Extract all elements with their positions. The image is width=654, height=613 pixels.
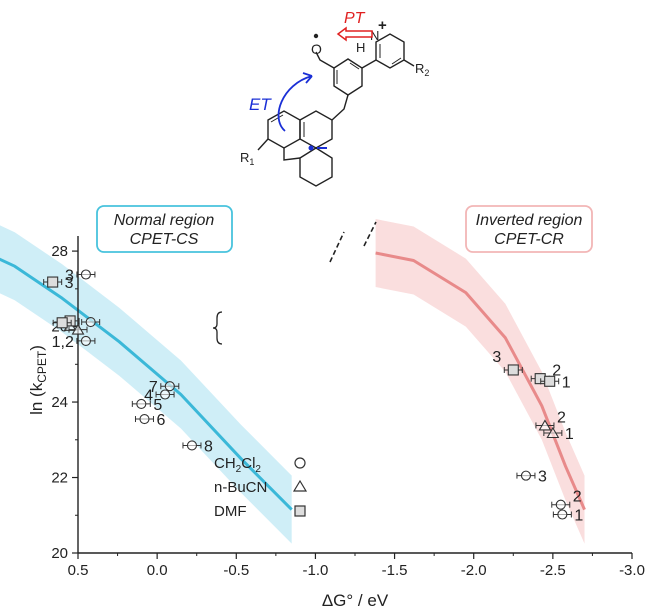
- point-label: 7: [149, 379, 158, 396]
- circle-marker: [80, 269, 91, 280]
- anthracene-ring-mid: [299, 110, 333, 149]
- legend: CH2Cl2 n-BuCN DMF: [214, 455, 308, 520]
- inverted-region-label: CPET-CR: [494, 231, 564, 248]
- x-tick-label: -2.5: [540, 562, 566, 579]
- x-tick-label: 0.0: [147, 562, 168, 579]
- point-label: 1,2: [52, 334, 74, 351]
- et-arrow: [277, 75, 313, 132]
- point-label: 4: [144, 388, 153, 405]
- anion-dot: [308, 145, 314, 151]
- point-label: 3: [65, 267, 74, 284]
- normal-region-label: CPET-CS: [130, 231, 199, 248]
- legend-triangle-marker: [292, 479, 308, 492]
- brace-1-2: [212, 311, 223, 345]
- legend-label-nbucn: n-BuCN: [214, 479, 267, 496]
- square-marker: [507, 364, 519, 376]
- point-label: 6: [156, 412, 165, 429]
- radical-dot: [313, 33, 319, 39]
- triangle-marker: [538, 419, 552, 431]
- y-tick-label: 20: [51, 545, 68, 562]
- x-tick-label: -1.0: [302, 562, 328, 579]
- r2-label: R2: [415, 61, 429, 78]
- x-tick-label: -0.5: [223, 562, 249, 579]
- molecular-scheme: [257, 33, 415, 187]
- x-tick-label: -3.0: [619, 562, 645, 579]
- triangle-marker: [71, 323, 85, 335]
- nitrogen-label: N: [370, 28, 379, 43]
- circle-marker: [557, 509, 568, 520]
- point-label: 2: [557, 409, 566, 426]
- circle-marker: [555, 499, 566, 510]
- x-axis-label: ΔG° / eV: [322, 591, 389, 610]
- point-label: 3: [492, 349, 501, 366]
- oxygen-label: O: [311, 41, 322, 57]
- inverted-curve: [375, 251, 586, 511]
- point-label: 1: [562, 374, 571, 391]
- pt-arrow: [336, 26, 373, 42]
- y-tick-label: 24: [51, 394, 68, 411]
- point-label: 3: [65, 275, 74, 292]
- et-label: ET: [249, 95, 272, 114]
- circle-marker: [136, 398, 147, 409]
- legend-label-dmf: DMF: [214, 503, 247, 520]
- hydrogen-label: H: [356, 40, 365, 55]
- point-label: 1: [574, 508, 583, 525]
- r1-label: R1: [240, 150, 254, 167]
- circle-marker: [520, 470, 531, 481]
- point-label: 1: [565, 426, 574, 443]
- inverted-region-title: Inverted region: [476, 212, 583, 229]
- circle-marker: [139, 413, 150, 425]
- x-tick-label: -1.5: [382, 562, 408, 579]
- trend-curves: [0, 251, 586, 511]
- axis-break: [329, 221, 377, 263]
- y-axis-label: ln (kCPET): [27, 345, 49, 415]
- x-tick-label: -2.0: [461, 562, 487, 579]
- point-label: 8: [204, 438, 213, 455]
- circle-marker: [186, 440, 198, 451]
- point-label: 5: [153, 397, 162, 414]
- square-marker: [544, 375, 556, 387]
- y-tick-label: 28: [51, 243, 68, 260]
- point-label: 2: [552, 363, 561, 380]
- anthracene-ring-bot: [299, 147, 333, 187]
- pyridine-ring: [375, 33, 405, 69]
- inverted-region-box: Inverted region CPET-CR: [465, 205, 593, 253]
- circle-marker: [80, 335, 91, 346]
- square-marker: [56, 317, 68, 329]
- inverted-band: [375, 219, 585, 544]
- normal-curve: [0, 257, 293, 511]
- data-markers: [43, 269, 572, 520]
- axes: 0.50.0-0.5-1.0-1.5-2.0-2.5-3.02022242628: [51, 236, 645, 579]
- region-bands: [0, 219, 585, 544]
- pt-label: PT: [344, 10, 366, 27]
- circle-marker: [85, 316, 96, 328]
- legend-square-marker: [294, 505, 306, 517]
- point-label: 2: [573, 489, 582, 506]
- normal-region-title: Normal region: [114, 212, 215, 229]
- y-tick-label: 22: [51, 470, 68, 487]
- x-tick-label: 0.5: [68, 562, 89, 579]
- circle-marker: [160, 389, 171, 400]
- plus-charge: +: [378, 17, 387, 34]
- normal-region-box: Normal region CPET-CS: [96, 205, 233, 253]
- square-marker: [47, 276, 59, 288]
- phenyl-ring: [333, 58, 363, 96]
- legend-label-ch2cl2: CH2Cl2: [214, 455, 261, 475]
- triangle-marker: [546, 426, 560, 439]
- point-label: 3: [538, 469, 547, 486]
- circle-marker: [164, 381, 175, 392]
- legend-circle-marker: [294, 457, 306, 469]
